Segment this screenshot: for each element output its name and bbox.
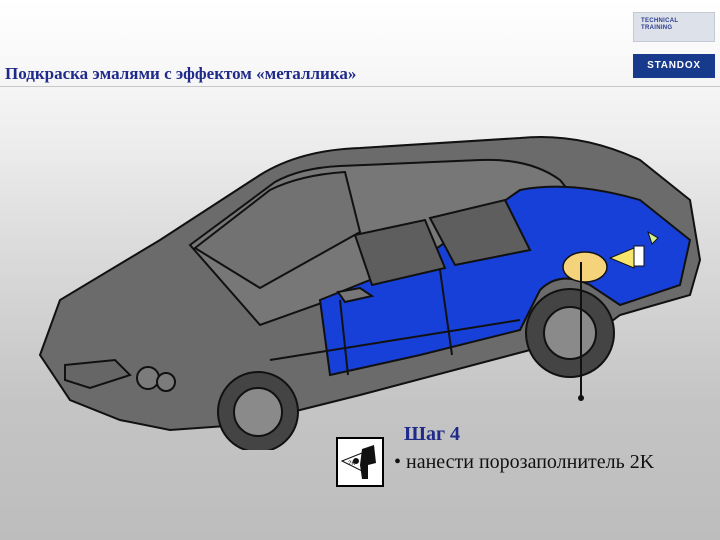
svg-text:2K: 2K — [348, 461, 355, 467]
highlight-panel — [318, 185, 692, 377]
headlight-2 — [156, 372, 176, 392]
standox-brand: TECHNICAL TRAINING STANDOX — [633, 12, 715, 78]
door-line-1 — [339, 299, 349, 376]
car-illustration — [38, 135, 702, 450]
body-line — [269, 319, 521, 361]
side-mirror — [336, 286, 375, 304]
callout-line — [578, 262, 584, 401]
brand-line-2: TRAINING — [641, 25, 673, 31]
title-divider — [0, 86, 720, 87]
step-title: Шаг 4 — [404, 423, 461, 445]
repair-spot — [562, 251, 608, 283]
spray-gun-icon: 2K — [336, 437, 384, 487]
rear-rim — [543, 306, 597, 360]
windshield — [193, 170, 362, 290]
mini-spray-icon — [608, 230, 659, 269]
step-instruction: • нанести порозаполнитель 2K — [394, 451, 655, 473]
grille — [64, 358, 132, 390]
standox-logo: STANDOX — [633, 54, 715, 78]
front-window — [353, 218, 447, 287]
front-rim — [233, 387, 283, 437]
door-line-2 — [439, 269, 453, 356]
rear-window — [428, 198, 532, 267]
brand-line-1: TECHNICAL — [641, 18, 679, 24]
headlight-1 — [136, 366, 160, 390]
technical-training-badge: TECHNICAL TRAINING — [633, 12, 715, 42]
slide-title: Подкраска эмалями с эффектом «металлика» — [5, 64, 357, 83]
